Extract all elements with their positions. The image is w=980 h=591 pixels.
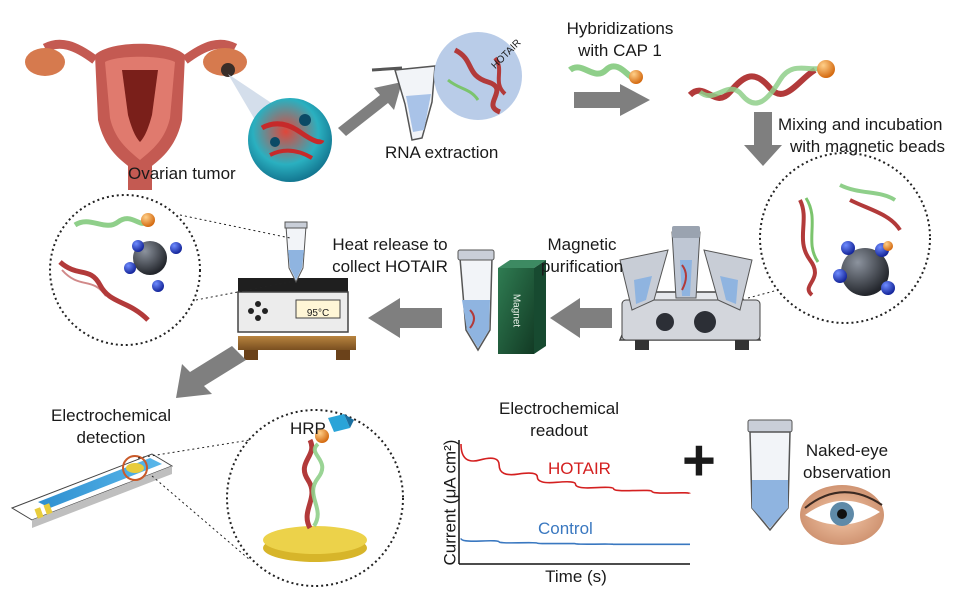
arrow-hybridization bbox=[574, 84, 650, 116]
chart-x-label: Time (s) bbox=[545, 567, 607, 586]
readout-chart bbox=[458, 440, 691, 565]
arrow-to-heater bbox=[368, 298, 442, 338]
arrow-to-magnet bbox=[550, 298, 612, 338]
arrow-to-rna-extraction bbox=[338, 82, 402, 136]
cap-probe bbox=[568, 63, 643, 84]
label-mixing-2: with magnetic beads bbox=[790, 137, 945, 156]
label-ovarian-tumor: Ovarian tumor bbox=[128, 164, 236, 183]
label-naked-eye-2: observation bbox=[803, 463, 891, 482]
arrow-down-detection bbox=[176, 346, 246, 398]
label-magnet: Magnet bbox=[510, 293, 522, 328]
heater-device bbox=[237, 221, 356, 360]
label-readout-2: readout bbox=[530, 421, 588, 440]
series-line-hotair bbox=[460, 443, 691, 495]
hybrid-duplex bbox=[687, 60, 835, 106]
series-label-control: Control bbox=[538, 519, 593, 538]
label-mixing-1: Mixing and incubation bbox=[778, 115, 943, 134]
label-hybridization-1: Hybridizations bbox=[566, 19, 674, 38]
label-readout-1: Electrochemical bbox=[499, 399, 619, 418]
label-heat-1: Heat release to bbox=[332, 235, 448, 254]
heat-release-zoom bbox=[49, 194, 201, 346]
label-electrochem-detection-1: Electrochemical bbox=[51, 406, 171, 425]
hotair-bubble bbox=[434, 32, 522, 120]
rna-extraction-tube bbox=[371, 65, 436, 141]
label-hybridization-2: with CAP 1 bbox=[578, 41, 662, 60]
screen-printed-electrode bbox=[10, 453, 174, 528]
tumor-magnifier bbox=[228, 74, 332, 182]
label-electrochem-detection-2: detection bbox=[76, 428, 146, 447]
label-hrp: HRP bbox=[290, 419, 326, 438]
label-magnetic-2: purification bbox=[540, 257, 624, 276]
label-magnetic-1: Magnetic bbox=[547, 235, 617, 254]
hrp-zoom bbox=[226, 409, 404, 587]
plus-sign: + bbox=[682, 428, 716, 493]
magnet-tube-setup bbox=[457, 249, 546, 354]
bead-zoom-right bbox=[759, 152, 931, 324]
eye-icon bbox=[800, 485, 884, 545]
label-rna-extraction: RNA extraction bbox=[385, 143, 499, 162]
series-line-control bbox=[460, 538, 690, 546]
heater-display-temperature: 95°C bbox=[306, 308, 330, 319]
uterus-illustration bbox=[25, 39, 247, 190]
chart-y-label: Current (μA cm²) bbox=[440, 439, 460, 566]
label-heat-2: collect HOTAIR bbox=[332, 257, 448, 276]
vortex-device bbox=[618, 226, 762, 350]
series-label-hotair: HOTAIR bbox=[548, 459, 611, 478]
label-naked-eye-1: Naked-eye bbox=[805, 441, 889, 460]
arrow-down-mixing bbox=[744, 112, 782, 166]
naked-eye-tube bbox=[747, 419, 793, 532]
magnet-block bbox=[498, 268, 534, 354]
